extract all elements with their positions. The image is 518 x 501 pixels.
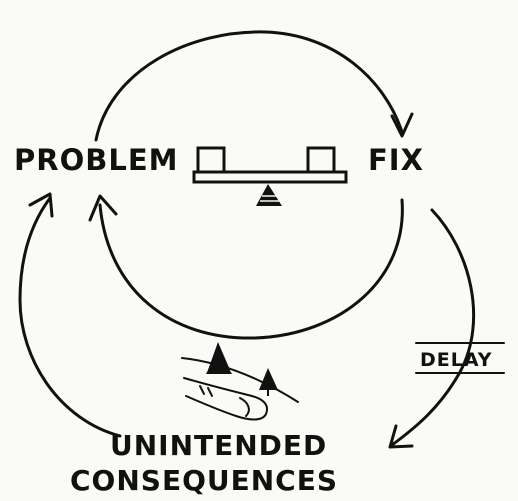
unintended-label: UNINTENDED [110,429,327,462]
upper-arc-problem-to-fix [94,30,404,142]
right-arc-fix-to-consequences [390,208,476,447]
finger-hill-icon [181,342,299,421]
balance-scale-icon [192,146,348,206]
arrowhead-fix [390,112,414,138]
arrowhead-problem-bottom [88,194,118,222]
consequences-label: CONSEQUENCES [70,464,338,497]
left-arc-consequences-to-problem [18,196,122,438]
lower-arc-fix-to-problem [98,198,404,340]
fix-label: FIX [368,143,424,177]
arrowhead-problem-left [28,192,54,218]
delay-label: DELAY [420,349,493,371]
arrowhead-consequences [388,424,414,449]
delay-tag: DELAY [415,342,505,374]
problem-label: PROBLEM [14,143,179,177]
